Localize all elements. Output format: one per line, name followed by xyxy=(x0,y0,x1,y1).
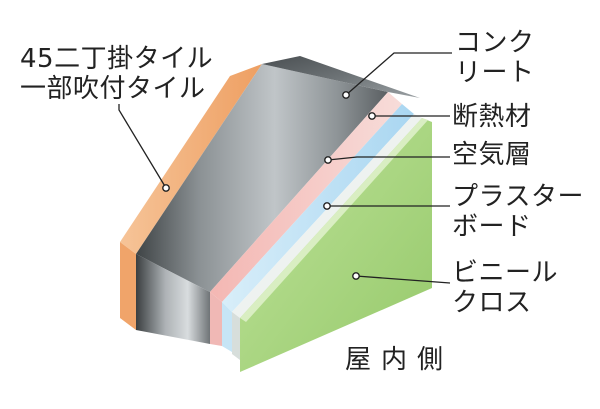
leader-vinyl-cloth xyxy=(355,275,451,284)
insulation-layer xyxy=(210,92,402,346)
concrete-label-line-1: コンク xyxy=(455,28,535,58)
leader-dots xyxy=(162,91,376,280)
concrete-label-line-2: リート xyxy=(455,58,535,88)
indoor-side-label: 屋内側 xyxy=(345,345,454,375)
insulation-label: 断熱材 xyxy=(452,102,532,132)
air-gap-label-line-1: 空気層 xyxy=(452,140,532,170)
tile-layer xyxy=(120,64,262,330)
vinyl-cloth-label-line-2: クロス xyxy=(452,288,532,318)
plasterboard-label-line-2: ボード xyxy=(452,212,532,242)
vinyl-cloth-label: ビニール クロス xyxy=(452,258,558,318)
vinyl-cloth-label-line-1: ビニール xyxy=(452,258,559,288)
leader-lines xyxy=(118,52,452,284)
leader-concrete xyxy=(345,52,452,96)
tile-label-line-1: 45二丁掛タイル xyxy=(20,44,214,74)
leader-air-gap xyxy=(327,156,450,161)
leader-dot-plasterboard xyxy=(323,202,331,210)
tile-label: 45二丁掛タイル 一部吹付タイル xyxy=(20,44,213,104)
air-gap-label: 空気層 xyxy=(452,140,532,170)
leader-dot-vinyl-cloth xyxy=(352,272,360,280)
leader-dot-air-gap xyxy=(324,156,332,164)
leader-dot-insulation xyxy=(368,112,376,120)
leader-dot-tile xyxy=(162,184,170,192)
air-gap-layer xyxy=(222,104,414,352)
tile-label-line-2: 一部吹付タイル xyxy=(20,74,206,104)
concrete-label: コンク リート xyxy=(455,28,535,88)
vinyl-cloth-layer xyxy=(240,118,432,372)
leader-tile xyxy=(118,104,167,189)
plasterboard-label-line-1: プラスター xyxy=(452,182,584,212)
plasterboard-label: プラスター ボード xyxy=(452,182,584,242)
leader-dot-concrete xyxy=(342,91,350,99)
plasterboard-layer xyxy=(232,114,422,360)
insulation-label-line-1: 断熱材 xyxy=(452,102,532,132)
concrete-layer xyxy=(136,56,420,344)
